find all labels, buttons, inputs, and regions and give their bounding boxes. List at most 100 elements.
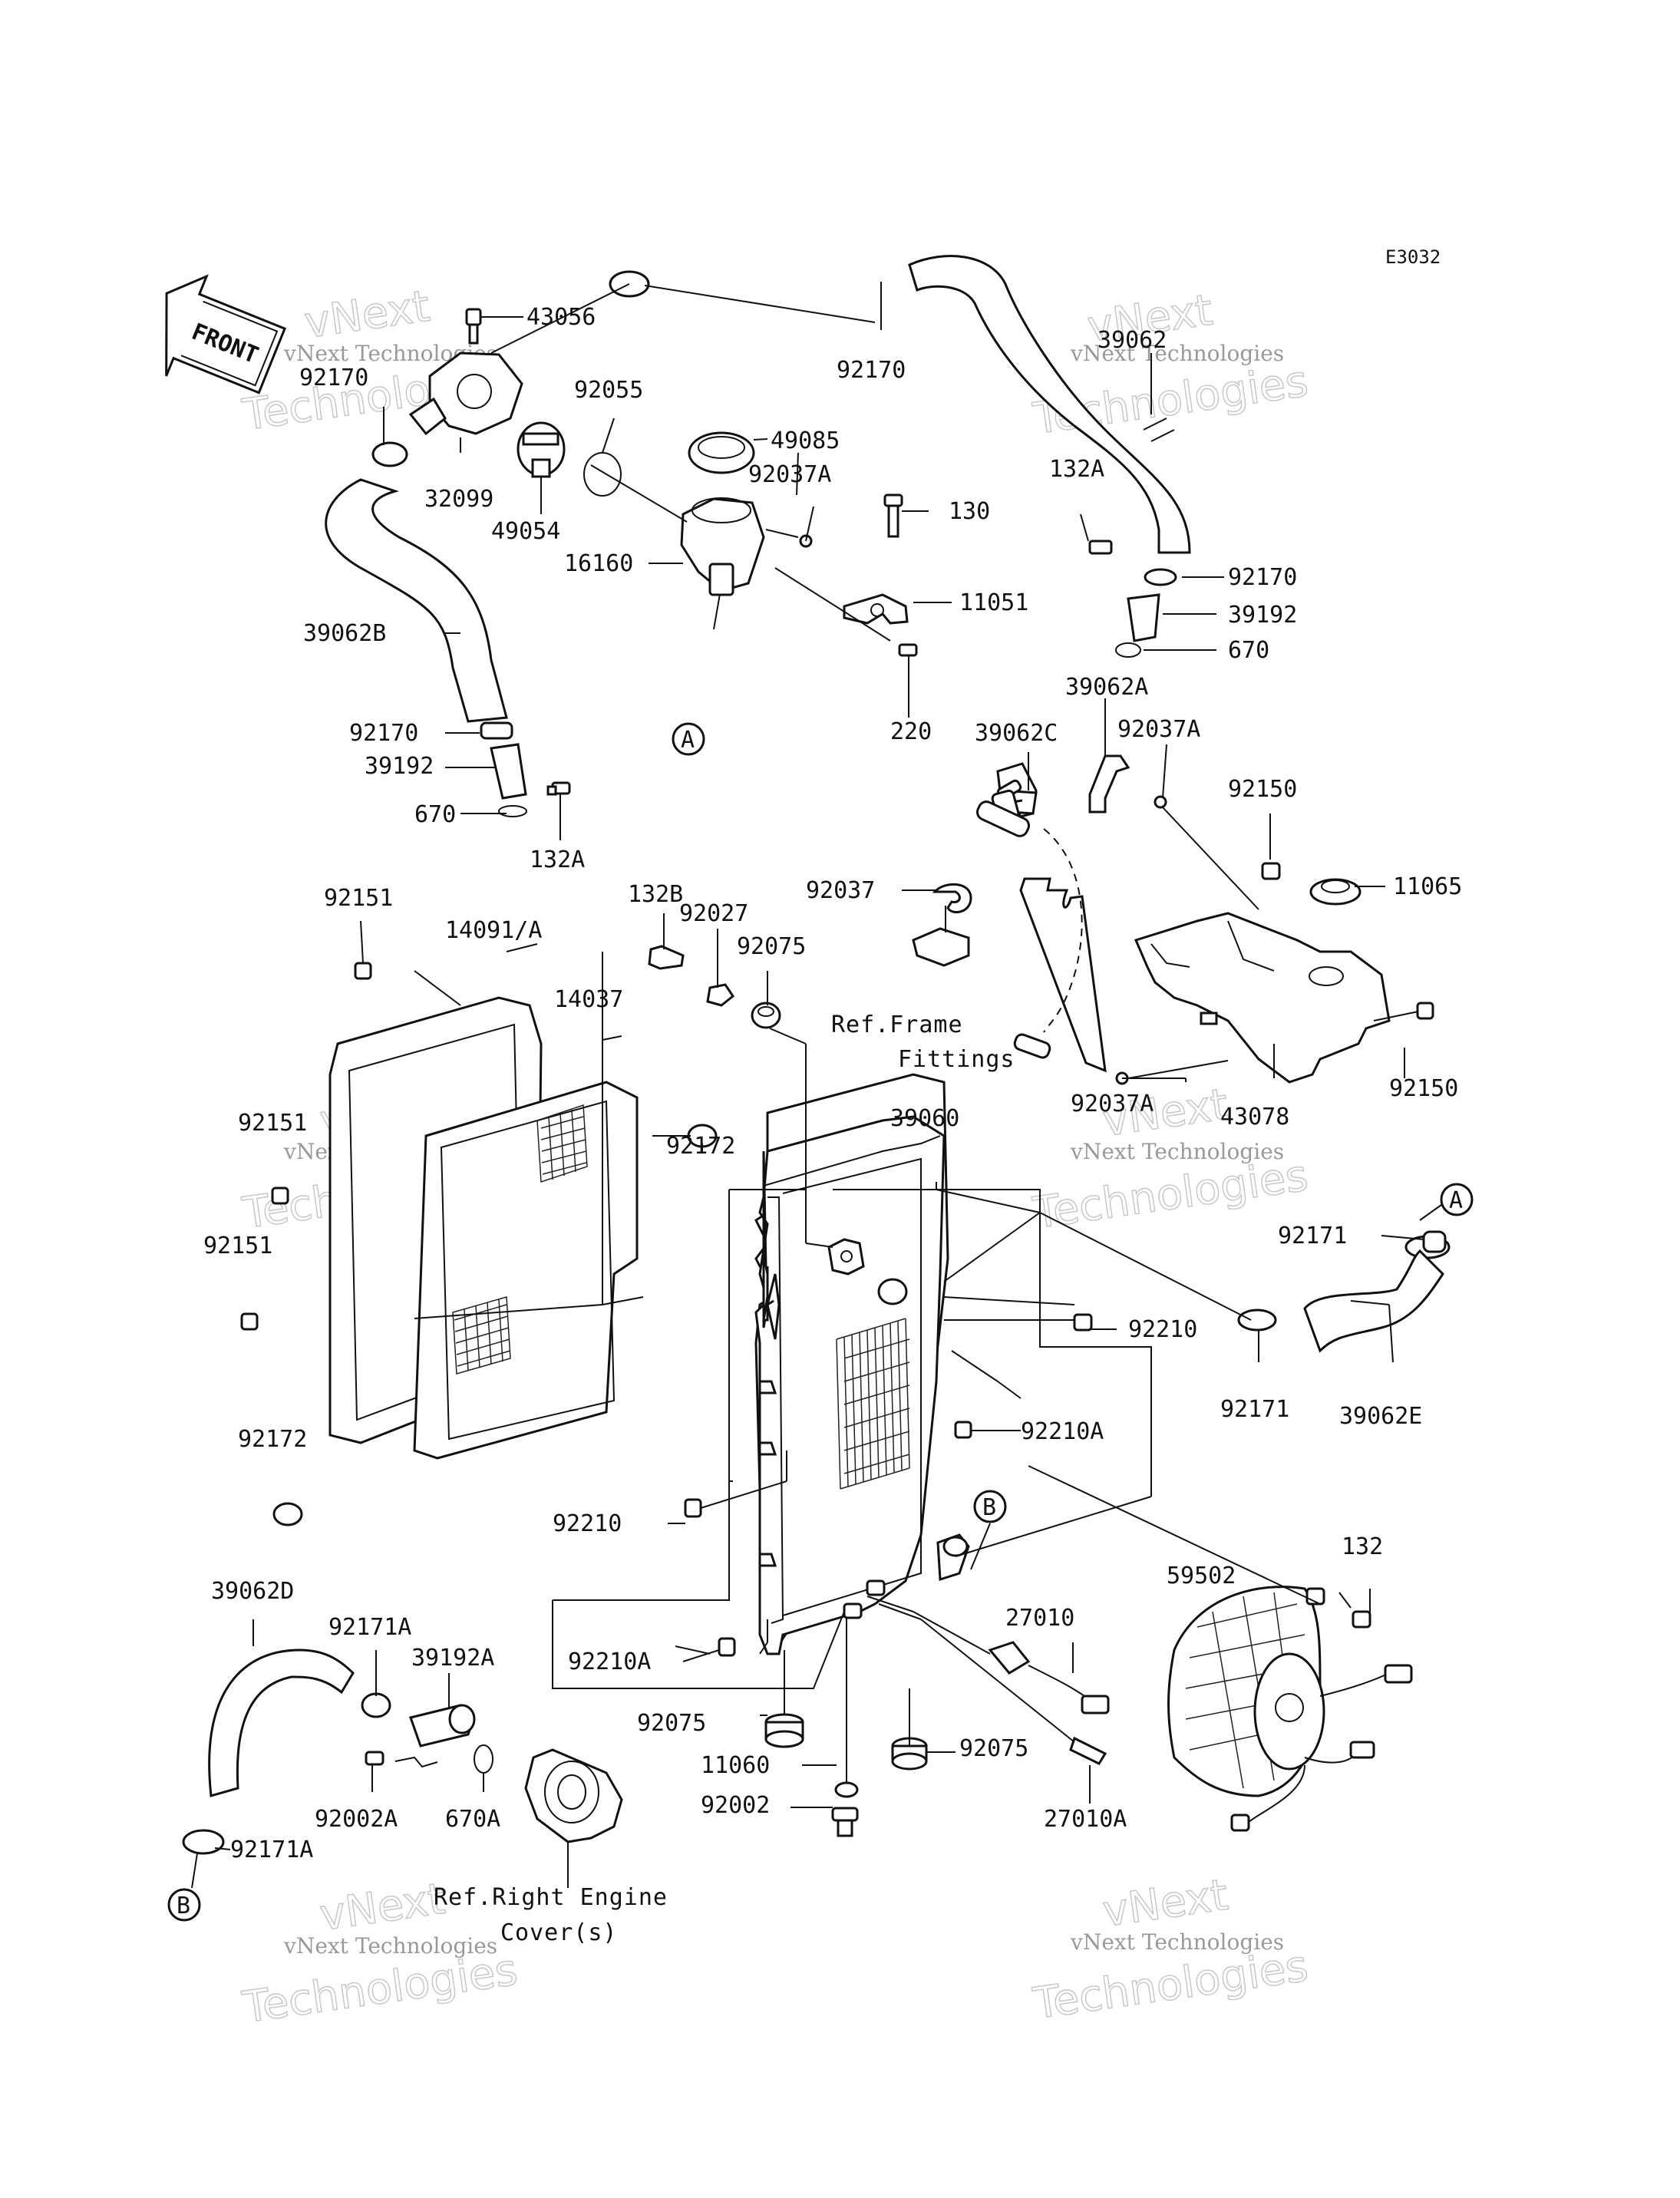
- part-label: 92171A: [230, 1837, 313, 1863]
- part-label: 92055: [574, 377, 643, 404]
- part-label: 92171A: [328, 1614, 411, 1641]
- part-label: 670: [1228, 637, 1269, 664]
- screen-mesh-icon: [452, 1104, 588, 1375]
- ref-frame-fittings: Fittings: [898, 1046, 1015, 1073]
- radiator-group: [754, 1073, 970, 1655]
- bolt-shaft-icon: [468, 323, 479, 345]
- part-label: 39192A: [411, 1645, 494, 1672]
- radiator-core-icon: [754, 1115, 946, 1655]
- part-label: 39060: [890, 1105, 959, 1132]
- hose-39062-icon: [908, 255, 1191, 554]
- connector-icon: [1349, 1741, 1375, 1759]
- hose-clamp-icon: [480, 721, 513, 740]
- part-label: 92150: [1228, 776, 1297, 803]
- callout-circle: [167, 1888, 201, 1922]
- connector-icon: [1081, 1695, 1110, 1715]
- part-label: 11065: [1393, 873, 1462, 900]
- bolt-icon: [1352, 1610, 1371, 1629]
- hose-clamp-icon: [361, 1692, 391, 1718]
- thermostat-housing-icon: [428, 351, 523, 435]
- part-label: 130: [949, 498, 990, 525]
- part-label: 220: [890, 718, 932, 745]
- part-label: 92151: [203, 1233, 272, 1259]
- radiator-cap-icon: [688, 431, 755, 474]
- front-arrow-icon: FRONT: [165, 274, 286, 394]
- radiator-inlet-icon: [877, 1278, 908, 1305]
- part-label: 132: [1342, 1533, 1383, 1560]
- part-label: 92170: [349, 720, 418, 747]
- part-label: 14037: [554, 986, 623, 1013]
- ref-frame-fittings: Ref.Frame: [831, 1012, 963, 1038]
- bolt-icon: [240, 1312, 259, 1331]
- part-label: 39192: [1228, 602, 1297, 629]
- ref-right-engine-cover: Ref.Right Engine: [434, 1884, 668, 1911]
- fitting-39192-icon: [1127, 593, 1160, 642]
- part-label: 92172: [238, 1426, 307, 1453]
- part-label: 92075: [959, 1735, 1028, 1762]
- watermark-text: vNext: [1100, 1870, 1231, 1937]
- clip-icon: [954, 1421, 972, 1439]
- part-label: 39062C: [975, 720, 1058, 747]
- part-label: 59502: [1167, 1563, 1236, 1589]
- part-label: 92210A: [1021, 1418, 1104, 1445]
- temperature-sensor-icon: [1069, 1736, 1107, 1765]
- part-label: 49054: [491, 518, 560, 545]
- part-label: 27010A: [1044, 1806, 1127, 1833]
- o-ring-icon: [1115, 642, 1141, 658]
- part-label: 11051: [959, 589, 1028, 616]
- part-label: 92037A: [1117, 716, 1200, 743]
- part-label: 39062D: [211, 1578, 294, 1605]
- fitting-39192-icon: [490, 743, 527, 800]
- callout-circle: [973, 1490, 1007, 1523]
- callout-a: A: [1449, 1187, 1463, 1214]
- part-label: 132A: [1049, 456, 1104, 483]
- part-label: 92150: [1389, 1075, 1458, 1102]
- hose-39062b-icon: [325, 478, 508, 723]
- upper-hose-group: [609, 255, 1191, 658]
- grommet-icon: [272, 1502, 303, 1526]
- watermark-text: vNext Technologies: [1070, 1929, 1284, 1955]
- part-label: 92027: [679, 900, 748, 927]
- bolt-icon: [648, 945, 685, 970]
- callout-circle: [672, 722, 705, 756]
- part-labels: 43056 92170 39062 92170 92055 49085 9203…: [203, 304, 1462, 1863]
- shroud-group: [240, 962, 718, 1526]
- part-label: 43056: [526, 304, 596, 331]
- part-label: 92002A: [315, 1806, 398, 1833]
- part-label: 92075: [737, 933, 806, 960]
- bolt-icon: [883, 493, 903, 507]
- part-label: 92170: [1228, 564, 1297, 591]
- watermark-text: vNext: [302, 282, 433, 348]
- reference-notes: Ref.Frame Fittings Ref.Right Engine Cove…: [434, 1012, 1015, 1946]
- part-label: 92171: [1220, 1396, 1289, 1423]
- hose-end-icon: [1013, 1033, 1051, 1059]
- part-label: 32099: [424, 486, 493, 513]
- o-ring-icon: [498, 805, 527, 817]
- part-label: 670A: [445, 1806, 500, 1833]
- housing-outlet-icon: [408, 397, 447, 436]
- part-label: 92075: [637, 1710, 706, 1737]
- nut-icon: [706, 983, 735, 1007]
- callout-b: B: [982, 1494, 996, 1521]
- part-label: 92210A: [568, 1648, 651, 1675]
- part-label: 39062E: [1339, 1403, 1422, 1430]
- watermark-text: vNext Technologies: [1070, 341, 1284, 366]
- hose-clamp-icon: [1144, 568, 1177, 586]
- part-label: 92172: [666, 1133, 735, 1160]
- part-label: 92151: [324, 885, 393, 912]
- hose-clamp-icon: [1237, 1309, 1277, 1332]
- o-ring-icon: [474, 1744, 493, 1774]
- thermostat-housing-group: [325, 308, 622, 817]
- lower-left-hose-group: [182, 1648, 623, 1855]
- hose-39062a-icon: [1088, 754, 1130, 814]
- part-label: 92171: [1278, 1223, 1347, 1249]
- ref-right-engine-cover: Cover(s): [500, 1919, 618, 1946]
- reservoir-tank-icon: [1134, 912, 1391, 1084]
- hose-39062d-icon: [208, 1648, 355, 1797]
- fan-switch-icon: [988, 1641, 1031, 1675]
- fan-assembly-group: [1167, 1586, 1413, 1832]
- part-label: 14091/A: [445, 917, 542, 944]
- filler-neck-icon: [680, 497, 765, 592]
- part-label: 49085: [771, 427, 840, 454]
- part-label: 92170: [299, 365, 368, 391]
